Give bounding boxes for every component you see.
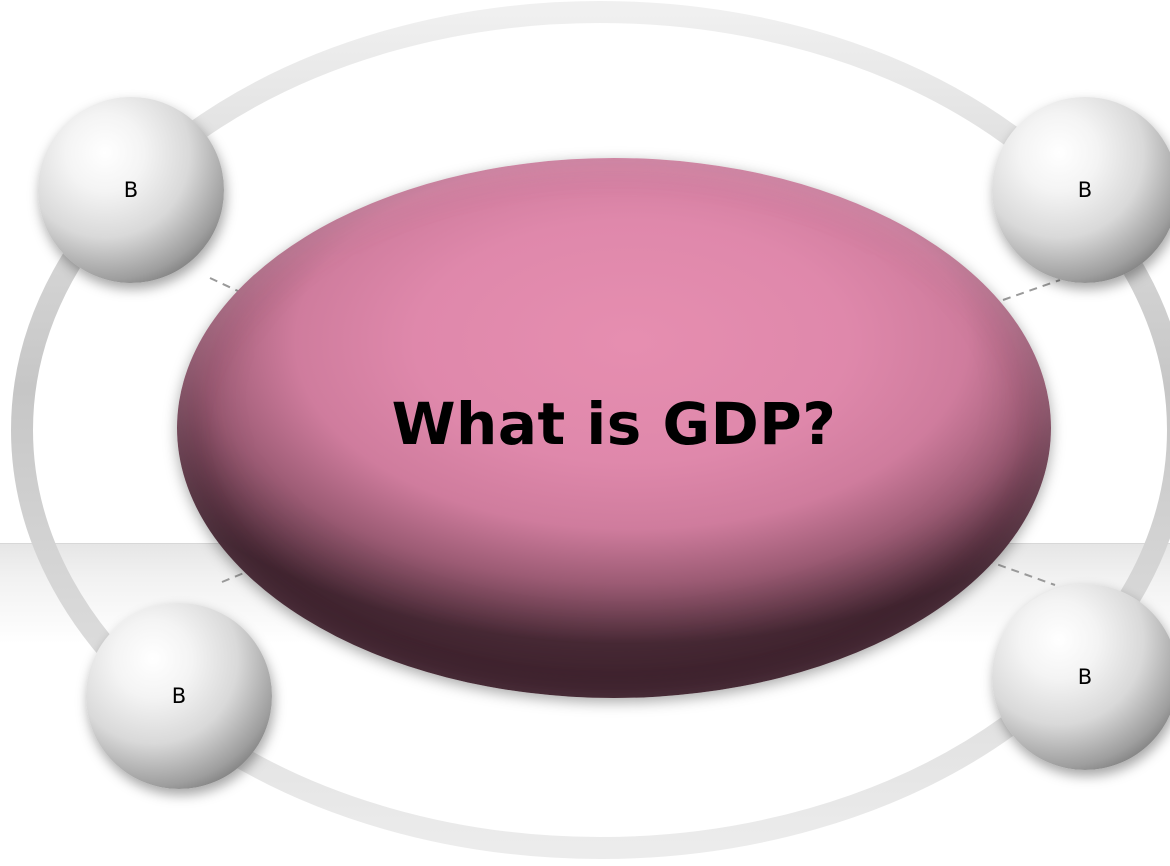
connector-bottom-right (984, 559, 1056, 586)
node-label: B (123, 178, 139, 202)
node-sphere-top-right: B (992, 97, 1170, 283)
outer-orbit-ring (11, 1, 1170, 859)
node-sphere-bottom-right: B (992, 584, 1170, 770)
connector-top-left (209, 277, 241, 293)
center-oval: What is GDP? (177, 158, 1051, 698)
connector-top-right (1002, 279, 1061, 301)
node-sphere-top-left: B (38, 97, 224, 283)
center-title: What is GDP? (391, 390, 837, 458)
node-label: B (171, 684, 187, 708)
node-sphere-bottom-left: B (86, 603, 272, 789)
node-label: B (1077, 665, 1093, 689)
node-label: B (1077, 178, 1093, 202)
